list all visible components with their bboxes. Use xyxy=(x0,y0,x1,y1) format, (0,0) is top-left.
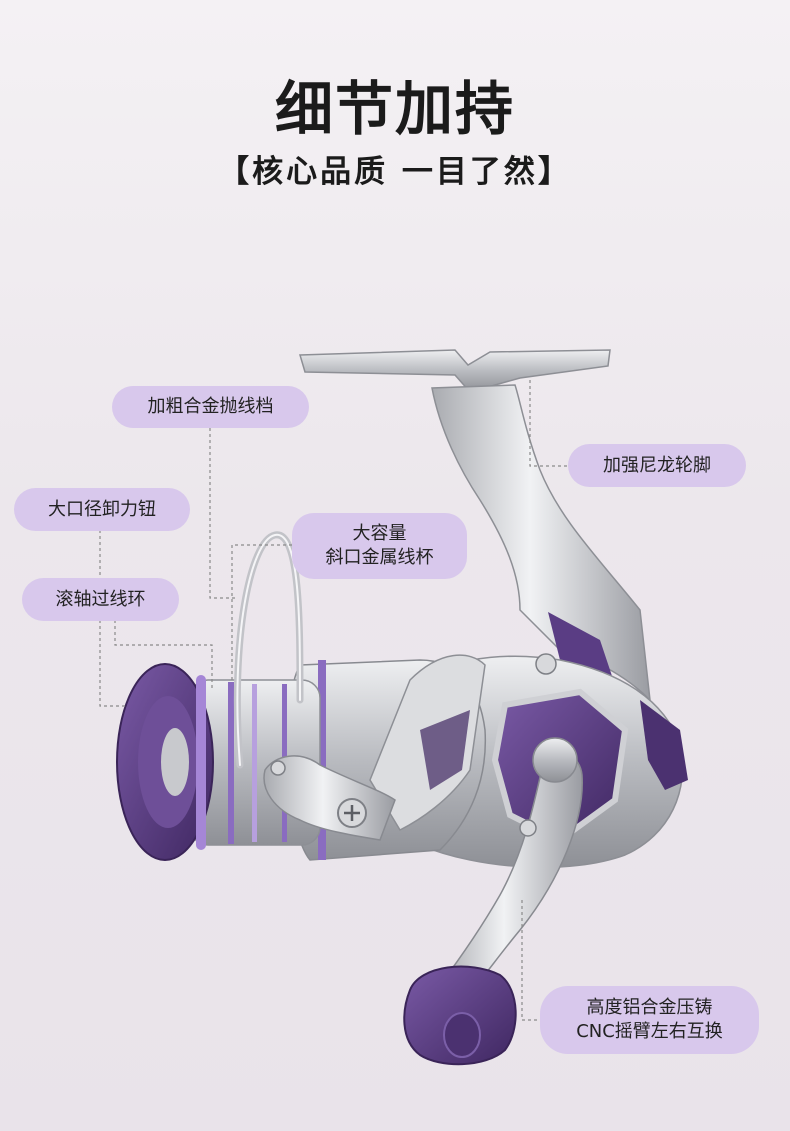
body-plate-right xyxy=(640,700,688,790)
page-subtitle: 【核心品质 一目了然】 xyxy=(218,154,572,190)
callout-foot: 加强尼龙轮脚 xyxy=(568,444,746,487)
reel-stem xyxy=(431,384,651,703)
callout-drag-knob: 大口径卸力钮 xyxy=(14,488,190,531)
callout-handle: 高度铝合金压铸 CNC摇臂左右互换 xyxy=(540,986,759,1054)
reel-foot xyxy=(299,349,611,393)
rotor-purple-ring xyxy=(318,660,326,860)
page-title: 细节加持 xyxy=(274,75,515,143)
callout-bail: 加粗合金抛线档 xyxy=(112,386,309,428)
callout-foot-text: 加强尼龙轮脚 xyxy=(603,454,711,476)
callout-line-roller-text: 滚轴过线环 xyxy=(55,588,146,610)
callout-handle-text-1: 高度铝合金压铸 xyxy=(586,997,713,1018)
callout-drag-knob-text: 大口径卸力钮 xyxy=(48,498,156,520)
callout-spool-text-2: 斜口金属线杯 xyxy=(325,547,434,568)
callout-line-roller: 滚轴过线环 xyxy=(22,578,179,621)
callout-spool-text-1: 大容量 xyxy=(352,523,407,544)
callout-bail-text: 加粗合金抛线档 xyxy=(147,396,274,417)
callout-handle-text-2: CNC摇臂左右互换 xyxy=(576,1021,723,1042)
arm-cutout-purple xyxy=(548,612,612,676)
callout-spool: 大容量 斜口金属线杯 xyxy=(292,513,467,579)
